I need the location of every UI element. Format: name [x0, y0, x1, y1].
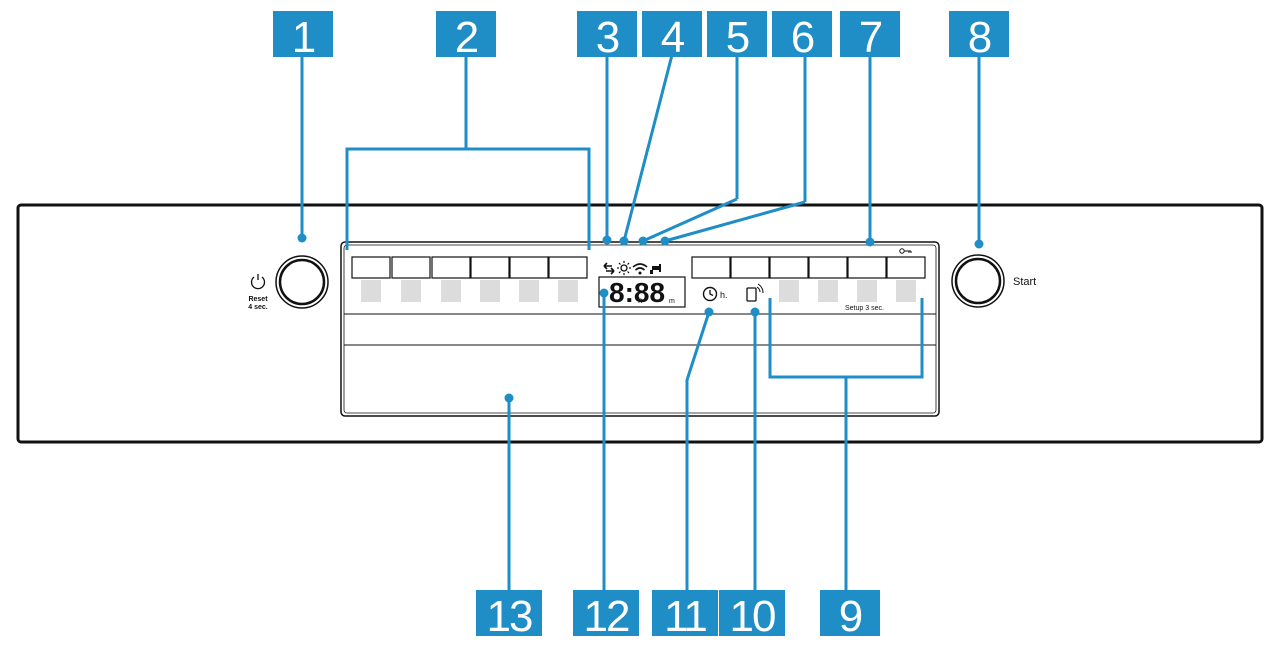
callout-dots [297, 233, 984, 403]
program-label-placeholder [361, 280, 381, 302]
option-button-2[interactable] [730, 256, 770, 279]
callout-13: 13 [476, 590, 542, 641]
callout-5: 5 [707, 11, 767, 62]
callout-dot-10 [750, 307, 760, 317]
svg-text:8: 8 [968, 13, 991, 62]
callout-dot-3 [602, 235, 612, 245]
power-icon [250, 274, 266, 290]
svg-text:9: 9 [839, 592, 862, 641]
callout-boxes: 1 2 3 4 5 6 7 8 [273, 11, 1009, 641]
callout-dot-5 [638, 236, 648, 246]
lcd-window [598, 276, 686, 308]
svg-text:6: 6 [791, 13, 814, 62]
program-button-5[interactable] [509, 256, 549, 279]
callout-1: 1 [273, 11, 333, 62]
svg-text:7: 7 [859, 13, 882, 62]
leader-line-6b [664, 200, 806, 243]
callout-12: 12 [573, 590, 639, 641]
program-labels-left [361, 280, 578, 302]
svg-text:12: 12 [584, 592, 629, 641]
callout-dot-11 [704, 307, 714, 317]
rinse-aid-refill-icon [603, 262, 615, 275]
callout-dot-6 [660, 236, 670, 246]
leader-line-5b [642, 197, 738, 243]
option-label-placeholder [857, 280, 877, 302]
program-label-placeholder [558, 280, 578, 302]
callout-dot-13 [504, 393, 514, 403]
svg-text:4: 4 [661, 13, 685, 62]
callout-2: 2 [436, 11, 496, 62]
leader-bracket-2 [345, 147, 591, 250]
option-label-placeholder [779, 280, 799, 302]
callout-dot-12 [599, 288, 609, 298]
callout-dot-7 [865, 237, 875, 247]
program-label-placeholder [441, 280, 461, 302]
program-buttons-left [351, 256, 588, 279]
option-label-placeholder [818, 280, 838, 302]
setup-label: Setup 3 sec. [845, 305, 884, 312]
clock-icon [702, 286, 718, 302]
control-panel: 8:88 h m h. [340, 241, 940, 417]
program-button-4[interactable] [470, 256, 510, 279]
svg-text:10: 10 [730, 592, 775, 641]
callout-10: 10 [719, 590, 785, 641]
wifi-icon [632, 263, 648, 275]
callout-6: 6 [772, 11, 832, 62]
program-label-placeholder [480, 280, 500, 302]
timer-unit: h. [720, 290, 728, 300]
start-label: Start [1013, 276, 1036, 288]
callout-11: 11 [652, 590, 718, 641]
svg-text:1: 1 [292, 13, 315, 62]
option-button-1[interactable] [691, 256, 731, 279]
callout-3: 3 [577, 11, 637, 62]
option-button-6[interactable] [886, 256, 926, 279]
svg-text:13: 13 [487, 592, 532, 641]
option-buttons-right [691, 256, 926, 279]
leader-line-11 [685, 311, 711, 590]
program-label-placeholder [519, 280, 539, 302]
svg-text:11: 11 [664, 592, 706, 641]
callout-9: 9 [820, 590, 880, 641]
option-button-3[interactable] [769, 256, 809, 279]
svg-text:2: 2 [455, 13, 478, 62]
callout-7: 7 [840, 11, 900, 62]
callout-leader-lines [300, 54, 981, 590]
program-button-1[interactable] [351, 256, 391, 279]
svg-text:5: 5 [726, 13, 749, 62]
reset-label-2: 4 sec. [248, 304, 268, 311]
svg-text:3: 3 [596, 13, 619, 62]
callout-4: 4 [642, 11, 702, 62]
start-button[interactable] [951, 254, 1005, 308]
program-button-3[interactable] [431, 256, 471, 279]
callout-dot-1 [297, 233, 307, 243]
display-min-unit: m [669, 298, 675, 305]
program-button-2[interactable] [391, 256, 431, 279]
remote-start-icon [746, 283, 764, 302]
display-hour-unit: h [638, 296, 642, 305]
power-button[interactable] [275, 255, 329, 309]
option-button-4[interactable] [808, 256, 848, 279]
display-area: 8:88 h m h. [598, 261, 764, 308]
program-button-6[interactable] [548, 256, 588, 279]
callout-8: 8 [949, 11, 1009, 62]
water-tap-icon [650, 264, 661, 274]
display-digits: 8:88 [609, 277, 665, 308]
leader-line-4 [622, 54, 674, 242]
child-lock-key-icon [899, 248, 912, 254]
callout-dot-4 [619, 236, 629, 246]
salt-refill-icon [617, 261, 631, 275]
reset-label-1: Reset [248, 296, 268, 303]
option-button-5[interactable] [847, 256, 887, 279]
control-panel-inner-frame [343, 244, 937, 414]
option-label-placeholder [896, 280, 916, 302]
callout-dot-8 [974, 239, 984, 249]
option-labels-right [779, 280, 916, 302]
program-label-placeholder [401, 280, 421, 302]
